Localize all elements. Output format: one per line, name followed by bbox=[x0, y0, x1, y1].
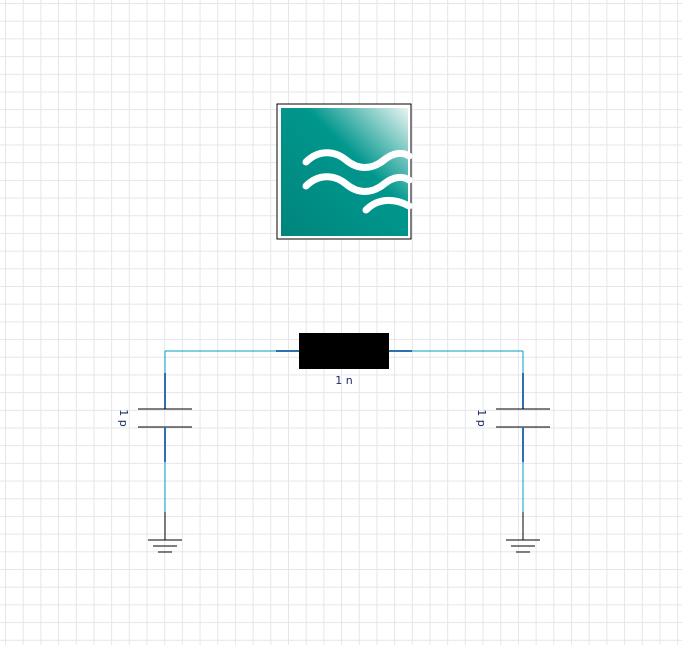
capacitor-left-label: 1 p bbox=[117, 409, 130, 426]
inductor-label: 1 n bbox=[335, 374, 352, 387]
inductor[interactable] bbox=[276, 333, 412, 369]
capacitor-right-label: 1 p bbox=[475, 409, 488, 426]
filter-logo-icon[interactable] bbox=[276, 103, 413, 240]
wire-top-left[interactable] bbox=[164, 350, 276, 373]
wire-top-right[interactable] bbox=[412, 350, 524, 373]
ground-icon[interactable] bbox=[506, 512, 540, 553]
ground-icon[interactable] bbox=[148, 512, 182, 553]
capacitor-right[interactable] bbox=[496, 373, 550, 462]
capacitor-left[interactable] bbox=[138, 373, 192, 462]
